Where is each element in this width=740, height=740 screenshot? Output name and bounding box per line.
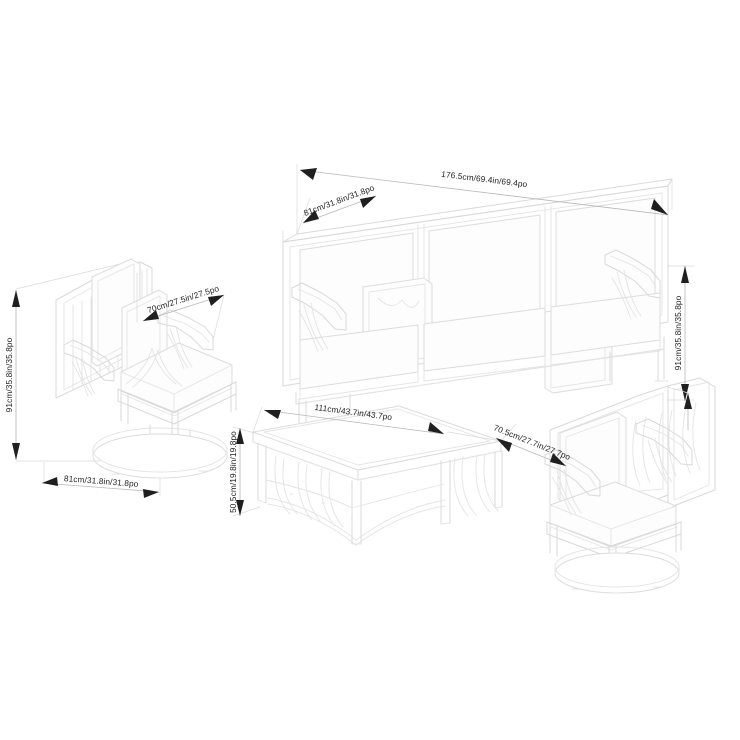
dim-label-sofa-width: 176.5cm/69.4in/69.4po xyxy=(441,169,528,189)
dimension-table-height: 50.5cm/19.8in/19.8po xyxy=(228,426,261,517)
dim-label-chair-height: 91cm/35.8in/35.8po xyxy=(4,337,14,412)
rectangular-coffee-table xyxy=(252,405,503,546)
dimension-right-chair-height xyxy=(667,386,692,508)
dimension-chair-height: 91cm/35.8in/35.8po xyxy=(4,263,121,462)
three-seat-sofa xyxy=(282,178,673,433)
right-swivel-chair xyxy=(544,377,716,594)
dimension-sofa-height: 91cm/35.8in/35.8po xyxy=(668,265,694,401)
dim-label-table-height: 50.5cm/19.8in/19.8po xyxy=(228,431,238,513)
dim-label-sofa-height: 91cm/35.8in/35.8po xyxy=(673,295,683,370)
